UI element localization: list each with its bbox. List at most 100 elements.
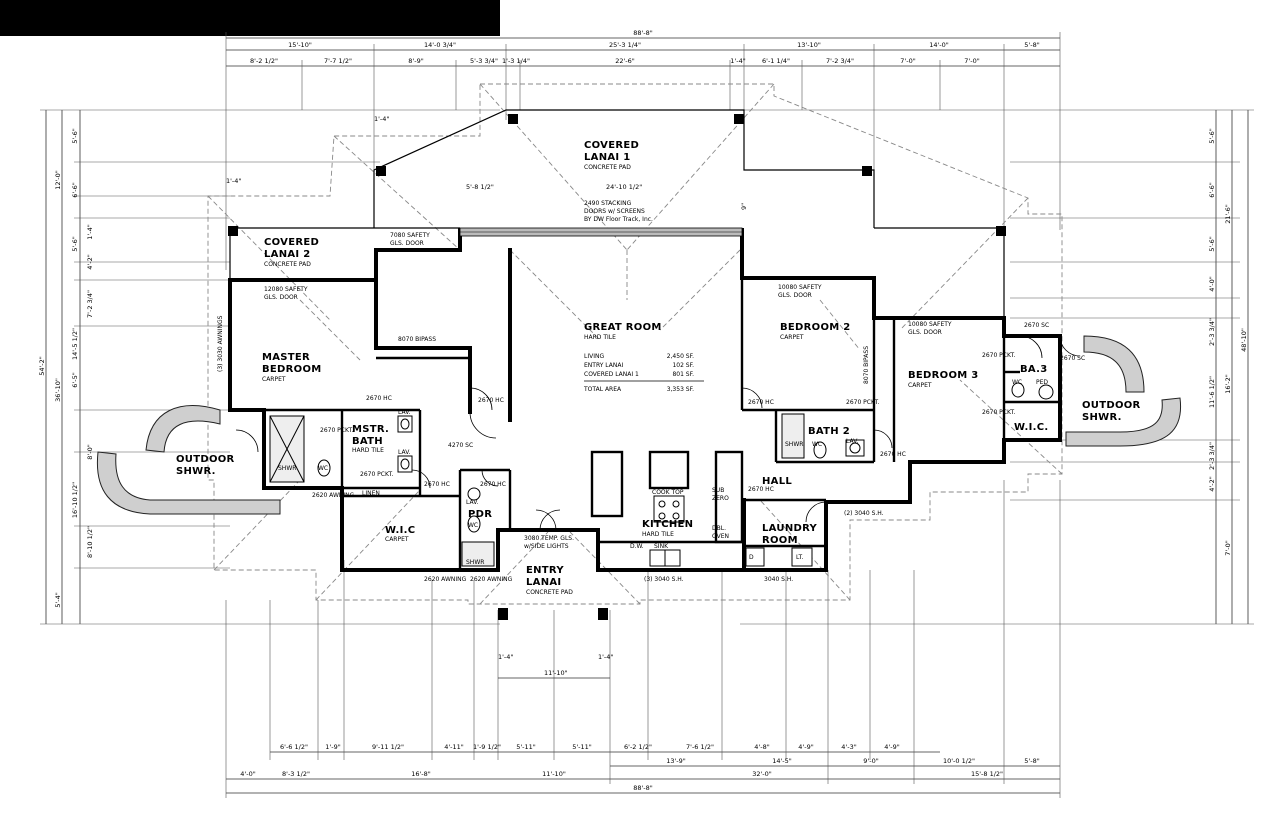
dim-bot1-6: 5'-11" (572, 743, 592, 751)
dim-left-0: 5'-6" (71, 128, 79, 143)
master-bedroom-l1: MASTER (262, 352, 310, 363)
dim-top1-5: 5'-8" (1024, 41, 1039, 49)
note-linen: LINEN (362, 490, 380, 497)
note-2670-hc-b: 2670 HC (478, 397, 504, 404)
kitchen-floor: HARD TILE (642, 531, 674, 538)
note-10080-b: GLS. DOOR (778, 292, 812, 299)
dim-misc-3: 1'-4" (598, 653, 613, 661)
plumbing-fixtures (269, 382, 1054, 567)
door-swings (235, 335, 1081, 531)
lanai1-label-l2: LANAI 1 (584, 152, 630, 163)
laundry-l1: LAUNDRY (762, 523, 818, 534)
dim-right-outer: 48'-10" (1240, 328, 1248, 352)
mstr-bath-floor: HARD TILE (352, 447, 384, 454)
outdoor-shwr-right-l1: OUTDOOR (1082, 400, 1141, 411)
note-4270-sc: 4270 SC (448, 442, 473, 449)
area-row-0-value: 2,450 SF. (667, 353, 694, 360)
dim-misc-0: 1'-4" (374, 115, 389, 123)
note-7080-a: 7080 SAFETY (390, 232, 430, 239)
dim-left-10: 16'-10 1/2" (71, 482, 79, 518)
dim-right-1: 6'-6" (1208, 182, 1216, 197)
dim-top2-10: 7'-0" (964, 57, 979, 65)
note-lav-d: LAV. (846, 438, 859, 445)
dim-misc-1: 1'-4" (226, 177, 241, 185)
dim-bot2-2: 9'-0" (863, 757, 878, 765)
dim-top2-6: 1'-4" (730, 57, 745, 65)
dim-left-mid: 36'-10" (54, 378, 62, 402)
area-row-0-label: LIVING (584, 353, 604, 360)
dim-bot2-0: 13'-9" (666, 757, 686, 765)
dim-bot1-4: 1'-9 1/2" (473, 743, 501, 751)
note-2670-hc-g: 2670 HC (748, 486, 774, 493)
lanai-columns (228, 114, 1006, 620)
dim-top1-0: 15'-10" (288, 41, 312, 49)
dim-bot3-1: 8'-3 1/2" (282, 770, 310, 778)
dim-bot2-3: 10'-0 1/2" (943, 757, 975, 765)
note-dw: D.W. (630, 543, 644, 550)
dim-right-6: 2'-3 3/4" (1208, 442, 1216, 470)
dim-left-11: 8'-10 1/2" (86, 526, 94, 558)
dim-left-6: 7'-2 3/4" (86, 290, 94, 318)
lanai2-label-l1: COVERED (264, 237, 319, 248)
area-total-label: TOTAL AREA (583, 386, 622, 393)
note-d: D (749, 554, 754, 561)
note-wc-c: WC (812, 441, 822, 448)
note-sink: SINK (654, 543, 669, 550)
note-wc-d: WC (1012, 379, 1022, 386)
note-10080c-a: 10080 SAFETY (908, 321, 952, 328)
dim-left-outer: 54'-2" (38, 356, 46, 376)
left-dimensions: 54'-2" 36'-10" 5'-6" 12'-0" 6'-6" 1'-4" … (38, 109, 500, 625)
dim-bot3-4: 32'-0" (752, 770, 772, 778)
dim-bot1-3: 4'-11" (444, 743, 464, 751)
mstr-bath-l2: BATH (352, 436, 383, 447)
master-bedroom-floor: CARPET (262, 376, 286, 383)
mstr-bath-l1: MSTR. (352, 424, 389, 435)
dim-top1-2: 25'-3 1/4" (609, 41, 641, 49)
note-3040-sh: 3040 S.H. (764, 576, 793, 583)
room-labels: COVERED LANAI 1 CONCRETE PAD COVERED LAN… (176, 140, 1141, 596)
great-room-label: GREAT ROOM (584, 322, 662, 333)
note-lav-c: LAV. (466, 499, 479, 506)
covered-lanai-1-outline (373, 109, 1005, 318)
dim-bot1-11: 4'-3" (841, 743, 856, 751)
dim-right-mid-0: 21'-6" (1224, 204, 1232, 224)
area-row-2-label: COVERED LANAI 1 (584, 371, 639, 378)
note-awnings: (3) 3030 AWNINGS (217, 315, 224, 372)
wic-master-label: W.I.C (385, 525, 415, 536)
bedroom3-floor: CARPET (908, 382, 932, 389)
dim-right-5: 11'-6 1/2" (1208, 376, 1216, 408)
pdr-label: PDR (468, 509, 492, 520)
stacking-doors (459, 227, 743, 237)
dim-bot2-1: 14'-5" (772, 757, 792, 765)
dim-bot1-10: 4'-9" (798, 743, 813, 751)
dim-right-3: 4'-0" (1208, 276, 1216, 291)
note-lav-b: LAV. (398, 449, 411, 456)
dim-misc-2: 1'-4" (498, 653, 513, 661)
dim-left-12: 5'-4" (54, 592, 62, 607)
dim-bot3-2: 16'-8" (411, 770, 431, 778)
note-12080-b: GLS. DOOR (264, 294, 298, 301)
dim-right-2: 5'-6" (1208, 236, 1216, 251)
lanai1-label-l1: COVERED (584, 140, 639, 151)
note-2620-awning-a: 2620 AWNING (312, 492, 355, 499)
master-bedroom-l2: BEDROOM (262, 364, 322, 375)
note-shwr-a: SHWR (278, 465, 296, 472)
dim-bot3-5: 15'-8 1/2" (971, 770, 1003, 778)
dim-overall-bottom: 88'-8" (633, 784, 653, 792)
dim-bot1-9: 4'-8" (754, 743, 769, 751)
note-2670-hc-d: 2670 HC (480, 481, 506, 488)
note-2670-pckt-c: 2670 PCKT. (846, 399, 879, 406)
note-wc-a: WC (318, 465, 328, 472)
dim-left-5: 4'-2" (86, 254, 94, 269)
plan-notes: 2490 STACKING DOORS w/ SCREENS BY DW Flo… (217, 115, 1085, 679)
bedroom2-label: BEDROOM 2 (780, 322, 851, 333)
dim-right-4: 2'-3 3/4" (1208, 318, 1216, 346)
note-2670-pckt-a: 2670 PCKT. (320, 427, 353, 434)
outdoor-shower-right (1065, 335, 1182, 447)
dim-left-7: 14'-5 1/2" (71, 328, 79, 360)
note-3040-sh-3: (3) 3040 S.H. (644, 576, 684, 583)
note-sub: SUB (712, 487, 724, 494)
bath2-label: BATH 2 (808, 426, 850, 437)
note-2620-awning-b: 2620 AWNING (424, 576, 467, 583)
